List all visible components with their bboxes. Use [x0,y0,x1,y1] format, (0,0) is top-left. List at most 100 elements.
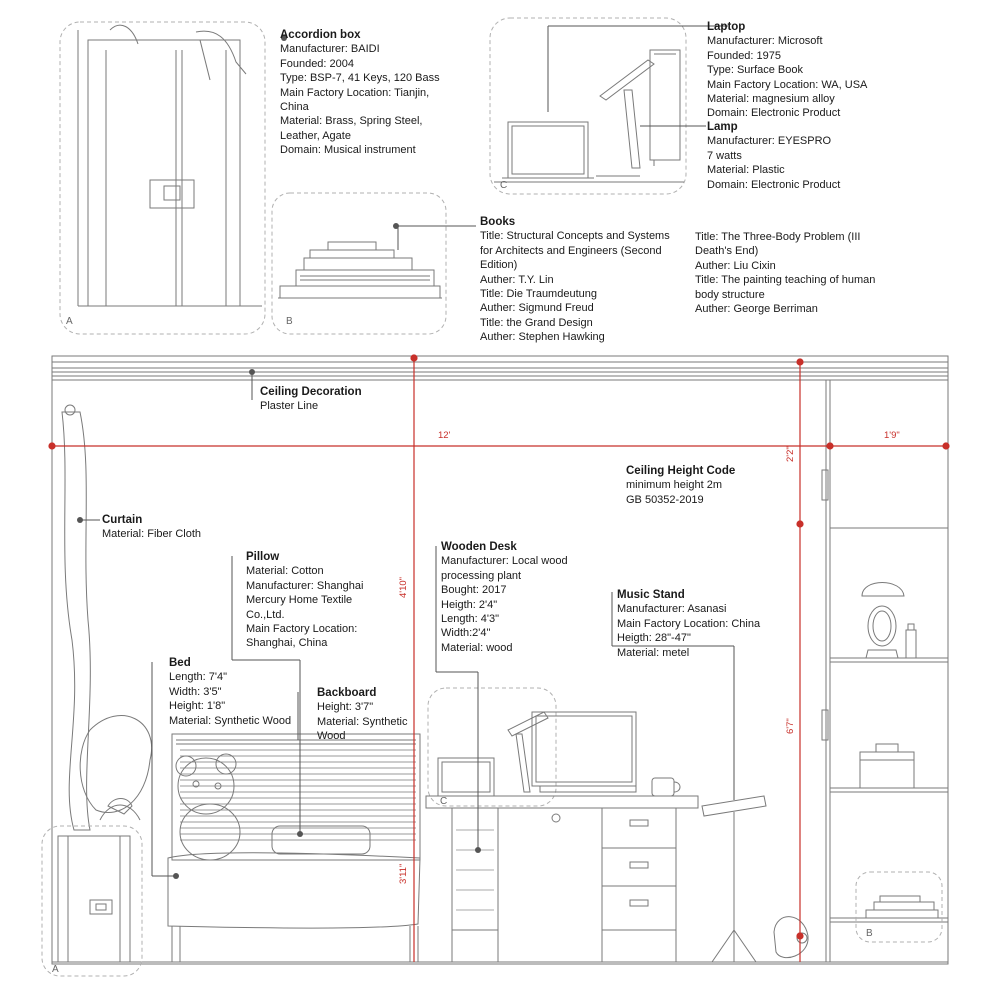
dim-bed-height: 3'11" [398,863,409,884]
annotation-books: Books Title: Structural Concepts and Sys… [480,215,680,345]
detail-box-b-bottom [855,871,943,943]
annotation-line: Material: wood [441,641,513,654]
closet [829,379,949,963]
annotation-line: Type: BSP-7, 41 Keys, 120 Bass [280,72,440,85]
annotation-line: Main Factory Location: WA, USA [707,78,868,91]
annotation-pillow: Pillow Material: Cotton Manufacturer: Sh… [246,550,378,651]
dim-room-width: 12' [438,430,451,441]
teddy-bear-head [177,757,235,815]
books-stack-detail [279,285,441,299]
annotation-line: Type: Surface Book [707,64,803,77]
lamp-arm-detail [599,59,655,101]
annotation-laptop: Laptop Manufacturer: Microsoft Founded: … [707,20,887,121]
annotation-laptop-title: Laptop [707,21,746,33]
annotation-line: Manufacturer: Microsoft [707,35,823,48]
annotation-pillow-title: Pillow [246,551,280,563]
annotation-music-stand-title: Music Stand [617,589,685,601]
annotation-line: Material: magnesium alloy [707,93,835,106]
curtain-drape [61,411,91,831]
annotation-accordion: Accordion box Manufacturer: BAIDI Founde… [280,28,450,158]
detail-box-c-top [489,17,687,195]
annotation-line: Domain: Musical instrument [280,144,416,157]
annotation-line: Material: metel [617,646,690,659]
annotation-lamp-title: Lamp [707,121,738,133]
elephant-toy [79,715,152,813]
annotation-ceiling-decoration-title: Ceiling Decoration [260,386,362,398]
annotation-lamp: Lamp Manufacturer: EYESPRO 7 watts Mater… [707,120,887,192]
annotation-line: GB 50352-2019 [626,493,704,506]
annotation-wooden-desk-title: Wooden Desk [441,541,517,553]
dim-closet-height: 6'7" [785,718,796,734]
detail-tag-c-bottom: C [440,796,448,807]
detail-tag-b-top: B [286,316,293,327]
music-stand [701,795,767,817]
annotation-line: Title: Structural Concepts and Systems f… [480,230,670,272]
annotation-accordion-title: Accordion box [280,29,361,41]
dim-closet-width: 1'9" [884,430,900,441]
annotation-bed: Bed Length: 7'4" Width: 3'5" Height: 1'8… [169,656,309,728]
annotation-line: Title: The Three-Body Problem (III Death… [695,231,861,258]
annotation-line: Manufacturer: BAIDI [280,43,380,56]
annotation-line: Material: Plastic [707,164,785,177]
annotation-line: Manufacturer: Local wood processing plan… [441,555,568,582]
bed-blanket [167,852,421,929]
annotation-line: Material: Cotton [246,565,324,578]
annotation-books-title: Books [480,216,516,228]
detail-box-a-bottom [41,825,143,977]
detail-tag-a-bottom: A [52,964,59,975]
annotation-line: Main Factory Location: Tianjin, China [280,86,430,114]
annotation-line: Founded: 2004 [280,57,355,70]
annotation-line: Main Factory Location: China [617,617,761,630]
annotation-line: Bought: 2017 [441,584,507,597]
desk-top [425,795,699,809]
annotation-line: Manufacturer: Shanghai Mercury Home Text… [246,579,364,621]
speaker [773,916,809,958]
annotation-line: 7 watts [707,149,742,162]
annotation-backboard-title: Backboard [317,687,377,699]
dim-ceiling-drop: 2'2" [785,446,796,462]
annotation-ceiling-decoration: Ceiling Decoration Plaster Line [260,385,420,414]
annotation-line: Width:2'4" [441,627,491,640]
annotation-line: minimum height 2m [626,479,722,492]
shelf-lamp [861,582,905,597]
annotation-line: Height: 3'7" [317,701,374,714]
annotation-line: Width: 3'5" [169,685,222,698]
shelf-case [859,751,915,789]
annotation-line: Material: Fiber Cloth [102,528,202,541]
mug [651,777,675,797]
annotation-ceiling-height-code-title: Ceiling Height Code [626,465,736,477]
annotation-line: Height: 1'8" [169,700,226,713]
annotation-line: Material: Brass, Spring Steel, Leather, … [280,115,423,142]
annotation-curtain-title: Curtain [102,514,143,526]
annotation-line: Material: Synthetic Wood [169,714,292,727]
annotation-line: Length: 7'4" [169,671,227,684]
detail-box-a-top [59,21,266,335]
annotation-line: Auther: T.Y. Lin [480,273,554,286]
annotation-backboard: Backboard Height: 3'7" Material: Synthet… [317,686,417,744]
annotation-line: Domain: Electronic Product [707,178,841,191]
desk-laptop [437,757,495,797]
annotation-line: Auther: Stephen Hawking [480,331,605,344]
annotation-line: Auther: Liu Cixin [695,259,776,272]
detail-box-c-bottom [427,687,557,807]
annotation-line: Founded: 1975 [707,49,782,62]
annotation-line: Auther: Sigmund Freud [480,302,594,315]
desk-lamp [507,711,549,737]
accordion-case-detail [87,39,241,307]
accordion-case [57,835,131,963]
annotation-line: Length: 4'3" [441,613,499,626]
annotation-line: Plaster Line [260,400,319,413]
annotation-music-stand: Music Stand Manufacturer: Asanasi Main F… [617,588,787,660]
annotation-books-col2: Title: The Three-Body Problem (III Death… [695,230,895,316]
annotation-ceiling-height-code: Ceiling Height Code minimum height 2m GB… [626,464,786,507]
annotation-line: Title: the Grand Design [480,316,593,329]
annotation-line: Title: The painting teaching of human bo… [695,274,876,301]
annotation-line: Manufacturer: EYESPRO [707,135,832,148]
annotation-line: Heigth: 2'4" [441,598,498,611]
detail-tag-b-bottom: B [866,928,873,939]
dim-desk-to-ceiling: 4'10" [398,576,409,598]
monitor [531,711,637,787]
detail-tag-c-top: C [500,180,508,191]
